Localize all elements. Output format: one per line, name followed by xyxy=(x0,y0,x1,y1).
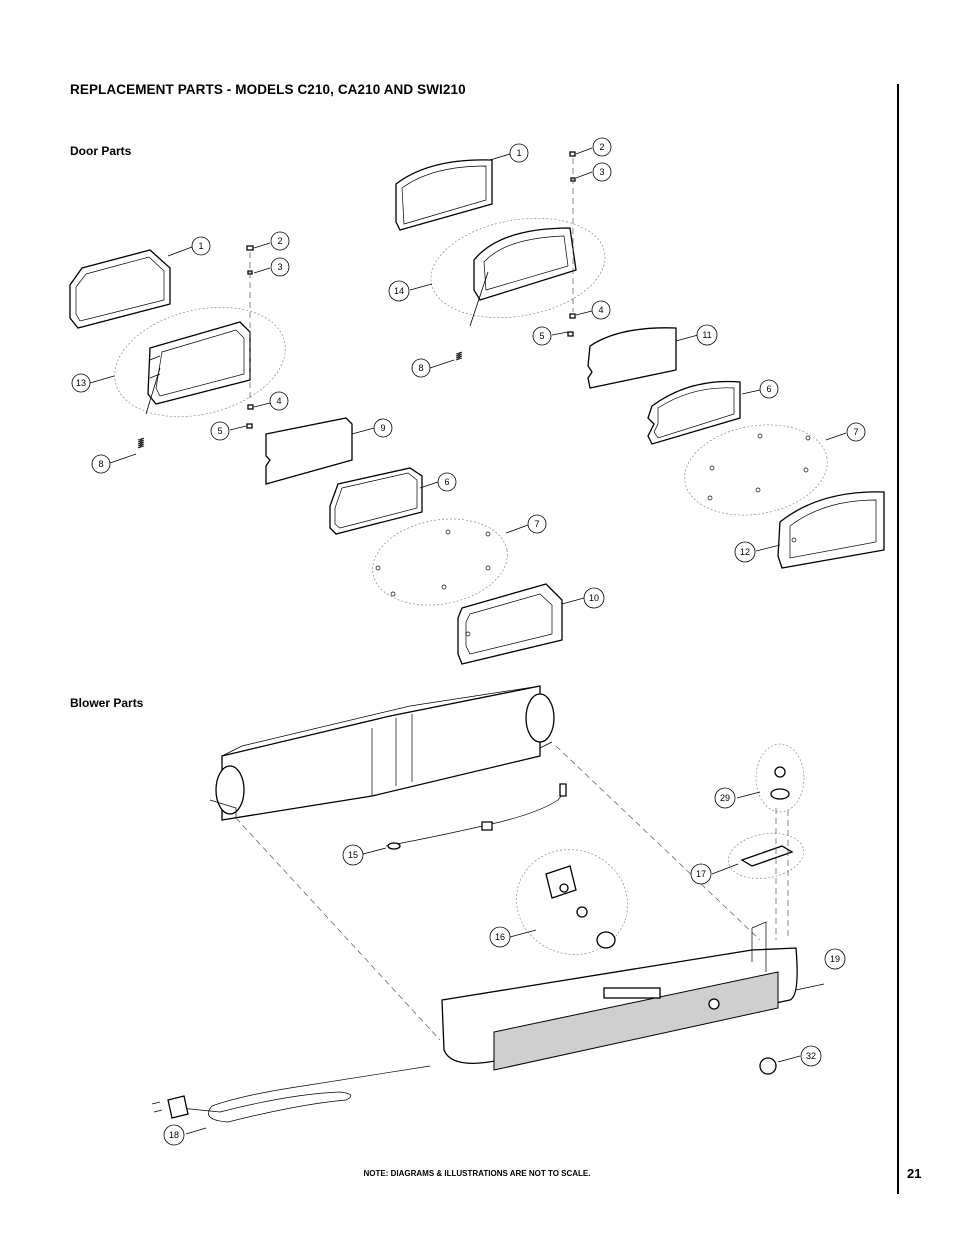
svg-text:12: 12 xyxy=(740,547,750,557)
right-door-glass-seal xyxy=(647,380,741,445)
svg-text:1: 1 xyxy=(198,241,203,251)
speed-control-switch xyxy=(545,865,577,899)
left-door-gasket xyxy=(69,249,171,329)
svg-text:18: 18 xyxy=(169,1130,179,1140)
right-door-outer-frame xyxy=(777,491,885,569)
callout-bubble: 17 xyxy=(690,863,712,885)
callout-bubble: 1 xyxy=(509,143,529,163)
callout-bubble: 1 xyxy=(191,236,211,256)
svg-text:17: 17 xyxy=(696,869,706,879)
svg-text:10: 10 xyxy=(589,593,599,603)
callout-bubble: 18 xyxy=(163,1124,185,1146)
callout-bubble: 2 xyxy=(270,231,290,251)
callout-bubble: 7 xyxy=(846,422,866,442)
svg-text:29: 29 xyxy=(720,793,730,803)
callout-bubble: 2 xyxy=(592,137,612,157)
svg-text:1: 1 xyxy=(516,148,521,158)
svg-text:15: 15 xyxy=(348,850,358,860)
left-door-frame xyxy=(147,321,251,405)
callout-leader-lines xyxy=(89,147,847,1135)
svg-text:8: 8 xyxy=(418,363,423,373)
svg-text:2: 2 xyxy=(599,142,604,152)
svg-text:8: 8 xyxy=(98,459,103,469)
svg-text:6: 6 xyxy=(444,477,449,487)
page-title: REPLACEMENT PARTS - MODELS C210, CA210 A… xyxy=(70,82,466,97)
svg-text:7: 7 xyxy=(853,427,858,437)
svg-text:3: 3 xyxy=(277,262,282,272)
right-door-frame xyxy=(473,227,577,301)
callout-bubble: 10 xyxy=(583,587,605,609)
callout-bubble: 4 xyxy=(591,300,611,320)
callout-bubble: 3 xyxy=(270,257,290,277)
left-door-glass xyxy=(265,417,353,485)
left-door-glass-seal xyxy=(329,467,423,535)
blower-wire-harness xyxy=(385,789,567,847)
callout-bubble: 8 xyxy=(411,358,431,378)
callout-bubble: 9 xyxy=(373,418,393,438)
svg-text:4: 4 xyxy=(598,305,603,315)
left-door-outer-frame xyxy=(457,583,563,665)
thermodisc-bracket xyxy=(740,845,794,867)
svg-text:3: 3 xyxy=(599,167,604,177)
page-side-rule xyxy=(897,84,899,1194)
callout-bubble: 29 xyxy=(714,787,736,809)
callout-bubble: 3 xyxy=(592,162,612,182)
right-door-assembly xyxy=(395,151,885,569)
svg-text:2: 2 xyxy=(277,236,282,246)
svg-text:14: 14 xyxy=(394,286,404,296)
svg-text:13: 13 xyxy=(76,378,86,388)
callout-bubble: 7 xyxy=(527,514,547,534)
svg-text:6: 6 xyxy=(766,384,771,394)
callout-bubble: 6 xyxy=(437,472,457,492)
blower-parts-heading: Blower Parts xyxy=(70,696,144,710)
callout-bubble: 12 xyxy=(734,541,756,563)
svg-text:9: 9 xyxy=(380,423,385,433)
callout-bubble: 6 xyxy=(759,379,779,399)
svg-text:5: 5 xyxy=(539,331,544,341)
callout-bubble: 19 xyxy=(824,948,846,970)
callout-bubble: 5 xyxy=(210,421,230,441)
scale-note: NOTE: DIAGRAMS & ILLUSTRATIONS ARE NOT T… xyxy=(363,1169,591,1178)
left-door-assembly xyxy=(69,245,563,665)
svg-text:11: 11 xyxy=(702,330,711,340)
blower-housing xyxy=(221,685,541,821)
callout-bubble: 11 xyxy=(696,324,718,346)
left-door-callouts: 1 2 3 13 4 5 8 9 6 7 10 xyxy=(71,231,605,609)
callout-bubble: 14 xyxy=(388,280,410,302)
knob xyxy=(759,1057,777,1075)
svg-text:32: 32 xyxy=(806,1051,816,1061)
callout-bubble: 15 xyxy=(342,844,364,866)
blower-assembly xyxy=(151,685,805,1123)
right-door-glass xyxy=(587,327,677,389)
callout-bubble: 16 xyxy=(489,926,511,948)
page-number: 21 xyxy=(907,1166,922,1181)
right-door-callouts: 1 2 3 14 4 5 8 11 6 7 12 xyxy=(388,137,866,563)
callout-bubble: 5 xyxy=(532,326,552,346)
callout-bubble: 4 xyxy=(269,391,289,411)
blower-callouts: 29 15 17 16 19 32 18 xyxy=(163,787,846,1146)
callout-bubble: 32 xyxy=(800,1045,822,1067)
power-cord xyxy=(179,1065,431,1123)
svg-text:7: 7 xyxy=(534,519,539,529)
svg-text:19: 19 xyxy=(830,954,840,964)
svg-text:5: 5 xyxy=(217,426,222,436)
svg-text:16: 16 xyxy=(495,932,505,942)
callout-bubble: 8 xyxy=(91,454,111,474)
door-parts-heading: Door Parts xyxy=(70,144,132,158)
callout-bubble: 13 xyxy=(71,373,91,393)
svg-text:4: 4 xyxy=(276,396,281,406)
